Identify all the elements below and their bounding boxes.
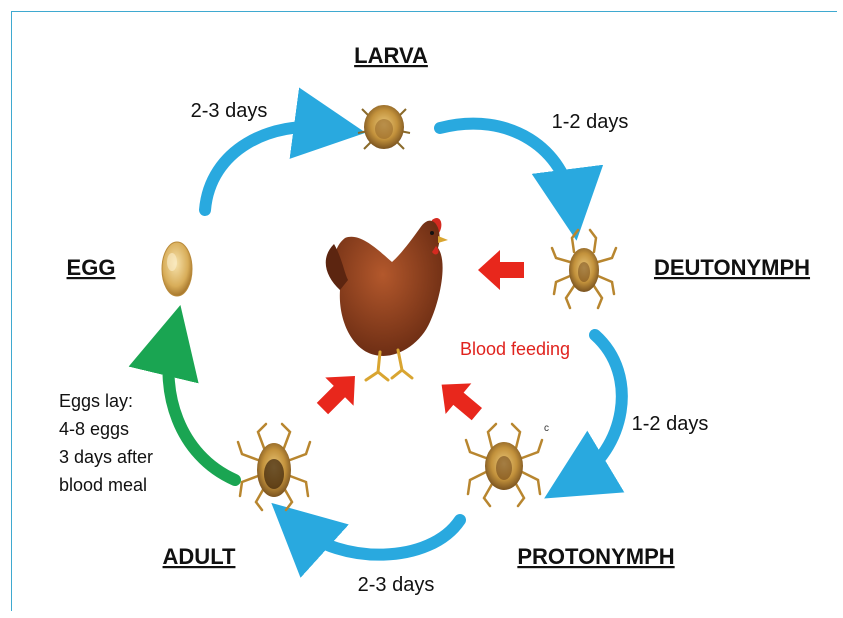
arrow-adult-to-egg: [168, 340, 235, 480]
duration-egg-to-larva: 2-3 days: [191, 100, 268, 122]
stage-label-protonymph: PROTONYMPH: [517, 544, 674, 569]
adult-illustration: [238, 424, 310, 510]
duration-deutonymph-to-protonymph: 1-2 days: [632, 413, 709, 435]
deutonymph-illustration: [552, 230, 616, 308]
protonymph-illustration: [466, 424, 542, 506]
egg-illustration: [162, 242, 192, 296]
feeding-arrow-deutonymph: [478, 250, 524, 290]
egg-note-line-1: Eggs lay:: [59, 391, 133, 411]
hen-illustration: [326, 218, 448, 380]
egg-note-line-2: 4-8 eggs: [59, 419, 129, 439]
arrow-egg-to-larva: [205, 127, 330, 210]
duration-larva-to-deutonymph: 1-2 days: [552, 111, 629, 133]
feeding-arrow-protonymph: [429, 369, 490, 429]
stage-label-larva: LARVA: [354, 43, 428, 68]
arrow-larva-to-deutonymph: [440, 124, 572, 205]
egg-note-line-3: 3 days after: [59, 447, 153, 467]
arrow-protonymph-to-adult: [298, 520, 460, 555]
small-mark: c: [544, 423, 549, 434]
stage-label-adult: ADULT: [163, 544, 236, 569]
arrow-deutonymph-to-protonymph: [575, 335, 622, 480]
stage-label-deutonymph: DEUTONYMPH: [654, 255, 810, 280]
duration-protonymph-to-adult: 2-3 days: [358, 574, 435, 596]
stage-label-egg: EGG: [67, 255, 116, 280]
larva-illustration: [358, 105, 410, 149]
blood-feeding-label: Blood feeding: [460, 339, 570, 359]
feeding-arrow-adult: [308, 362, 369, 423]
egg-note-line-4: blood meal: [59, 475, 147, 495]
